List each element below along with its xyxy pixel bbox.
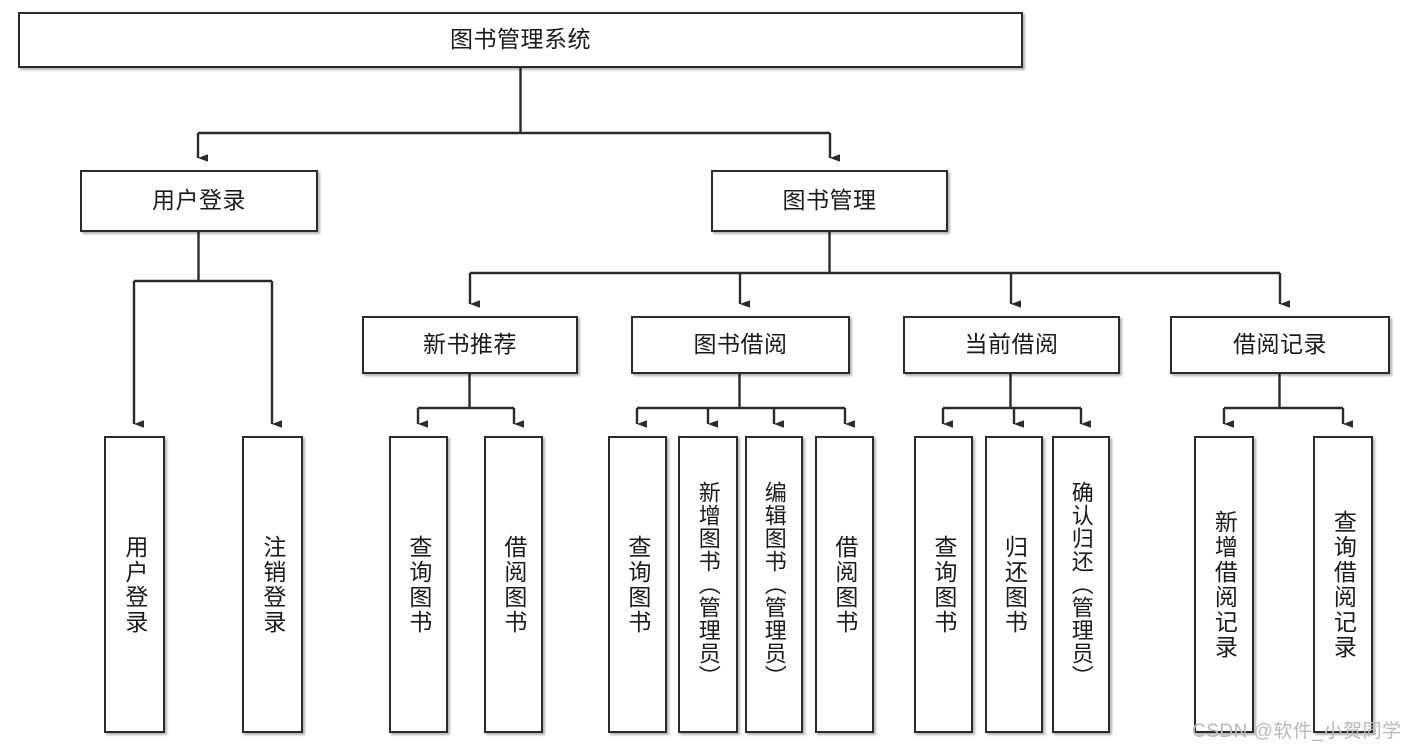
- node-label: 当前借阅: [964, 331, 1059, 358]
- node-label: 用户登录: [121, 534, 148, 635]
- node-label: 图书管理: [782, 187, 877, 214]
- node-label: 图书管理系统: [450, 26, 591, 53]
- node-leaf-query-book-3[interactable]: 查询图书: [914, 436, 973, 733]
- node-leaf-confirm-return-admin[interactable]: 确认归还（管理员）: [1052, 436, 1110, 733]
- node-label: 注销登录: [259, 534, 286, 635]
- node-label: 用户登录: [152, 187, 246, 214]
- node-leaf-add-book-admin[interactable]: 新增图书（管理员）: [678, 436, 738, 733]
- node-book-manage[interactable]: 图书管理: [711, 170, 948, 232]
- node-user-login[interactable]: 用户登录: [80, 170, 318, 232]
- node-leaf-query-book-1[interactable]: 查询图书: [389, 436, 448, 733]
- node-label: 查询图书: [624, 534, 651, 635]
- node-leaf-edit-book-admin[interactable]: 编辑图书（管理员）: [745, 436, 803, 733]
- node-label: 新书推荐: [423, 331, 517, 358]
- node-label: 归还图书: [1001, 534, 1028, 635]
- node-label: 编辑图书（管理员）: [761, 481, 787, 688]
- node-leaf-borrow-book-2[interactable]: 借阅图书: [815, 436, 874, 733]
- node-book-borrow[interactable]: 图书借阅: [631, 316, 850, 374]
- node-label: 新增图书（管理员）: [695, 481, 721, 688]
- node-new-book-recommend[interactable]: 新书推荐: [362, 316, 578, 374]
- node-label: 查询借阅记录: [1330, 509, 1357, 660]
- node-label: 查询图书: [405, 534, 432, 635]
- node-leaf-logout[interactable]: 注销登录: [242, 436, 303, 733]
- node-leaf-user-login[interactable]: 用户登录: [104, 436, 165, 733]
- node-label: 借阅记录: [1233, 331, 1327, 358]
- node-label: 确认归还（管理员）: [1068, 481, 1094, 688]
- node-leaf-query-book-2[interactable]: 查询图书: [608, 436, 667, 733]
- node-label: 新增借阅记录: [1211, 509, 1238, 660]
- node-label: 借阅图书: [831, 534, 858, 635]
- node-title-system[interactable]: 图书管理系统: [18, 12, 1023, 68]
- node-borrow-record[interactable]: 借阅记录: [1170, 316, 1390, 374]
- node-leaf-query-borrow-record[interactable]: 查询借阅记录: [1313, 436, 1373, 733]
- csdn-watermark: CSDN @软件_小贺同学: [1192, 721, 1402, 742]
- node-label: 借阅图书: [500, 534, 527, 635]
- node-leaf-borrow-book-1[interactable]: 借阅图书: [484, 436, 543, 733]
- node-label: 查询图书: [930, 534, 957, 635]
- node-leaf-add-borrow-record[interactable]: 新增借阅记录: [1194, 436, 1254, 733]
- node-current-borrow[interactable]: 当前借阅: [903, 316, 1120, 374]
- node-label: 图书借阅: [693, 331, 788, 358]
- node-leaf-return-book[interactable]: 归还图书: [985, 436, 1043, 733]
